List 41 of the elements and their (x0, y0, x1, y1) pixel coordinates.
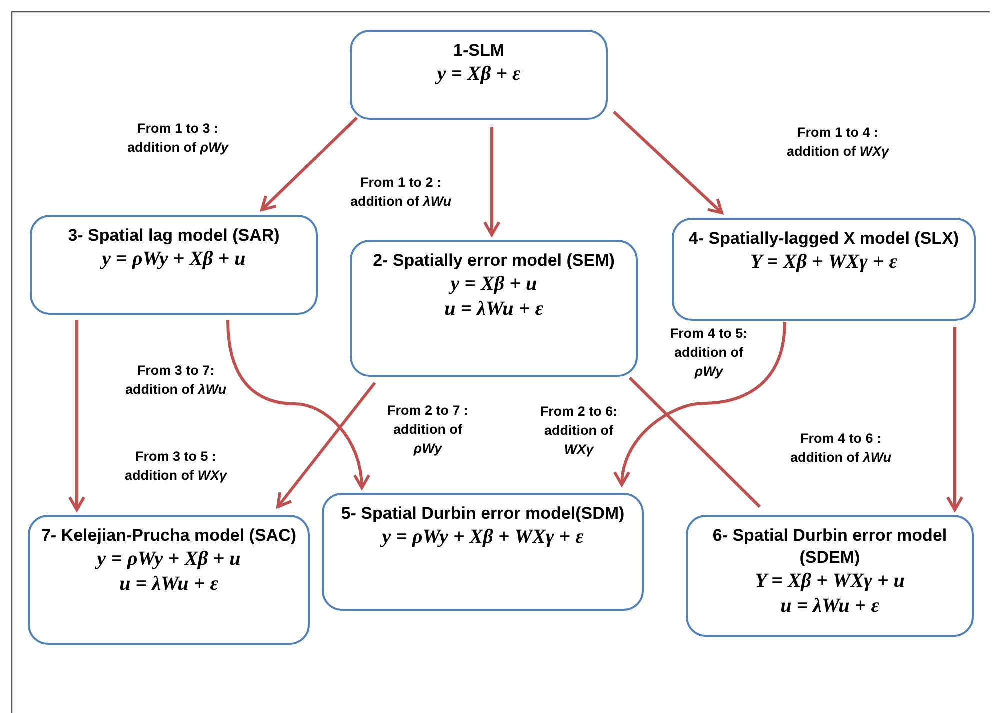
model-title: 7- Kelejian-Prucha model (SAC) (41, 525, 297, 547)
equation: y = Xβ + ε (437, 62, 521, 88)
arrow (276, 382, 376, 508)
model-box (350, 240, 638, 377)
model-title: 2- Spatially error model (SEM) (373, 250, 615, 272)
arrow (946, 327, 964, 512)
model-title: 5- Spatial Durbin error model(SDM) (341, 503, 625, 525)
transition-note: From 3 to 7: addition of λWu (124, 362, 228, 399)
transition-note: From 1 to 3 : addition of ρWy (126, 120, 230, 157)
equation: y = Xβ + u (450, 272, 538, 298)
model-box (686, 515, 974, 637)
equation: y = ρWy + Xβ + u (102, 247, 246, 272)
equation: u = λWu + ε (120, 572, 218, 598)
transition-note: From 3 to 5 : addition of WXγ (124, 448, 228, 485)
transition-note: From 4 to 5: addition of ρWy (669, 325, 749, 381)
transition-note: From 4 to 6 : addition of λWu (790, 430, 892, 467)
transition-note: From 1 to 4 : addition of WXγ (786, 124, 890, 161)
equation: y = ρWy + Xβ + u (97, 547, 241, 572)
equation: u = λWu + ε (444, 297, 544, 322)
equation: Y = Xβ + WXγ + ε (750, 250, 898, 276)
model-title: 4- Spatially-lagged X model (SLX) (688, 228, 960, 250)
arrow (483, 127, 501, 236)
model-title: 3- Spatial lag model (SAR) (68, 225, 280, 247)
transition-note: From 2 to 6: addition of WXγ (539, 403, 619, 459)
equation: Y = Xβ + WXγ + u (755, 569, 905, 594)
model-title: 6- Spatial Durbin error model (SDEM) (712, 525, 948, 570)
model-box (28, 515, 310, 645)
model-box (322, 493, 644, 611)
transition-note: From 1 to 2 : addition of λWu (350, 174, 452, 211)
model-box (672, 218, 976, 321)
arrow (614, 322, 786, 486)
equation: y = ρWy + Xβ + WXγ + ε (382, 525, 584, 550)
arrow (260, 116, 358, 212)
arrow (612, 110, 724, 214)
equation: u = λWu + ε (780, 594, 880, 620)
transition-note: From 2 to 7 : addition of ρWy (386, 402, 470, 458)
model-box (350, 30, 608, 120)
arrow (226, 320, 370, 490)
model-title: 1-SLM (454, 40, 504, 62)
arrow (68, 320, 86, 512)
model-box (30, 215, 318, 315)
